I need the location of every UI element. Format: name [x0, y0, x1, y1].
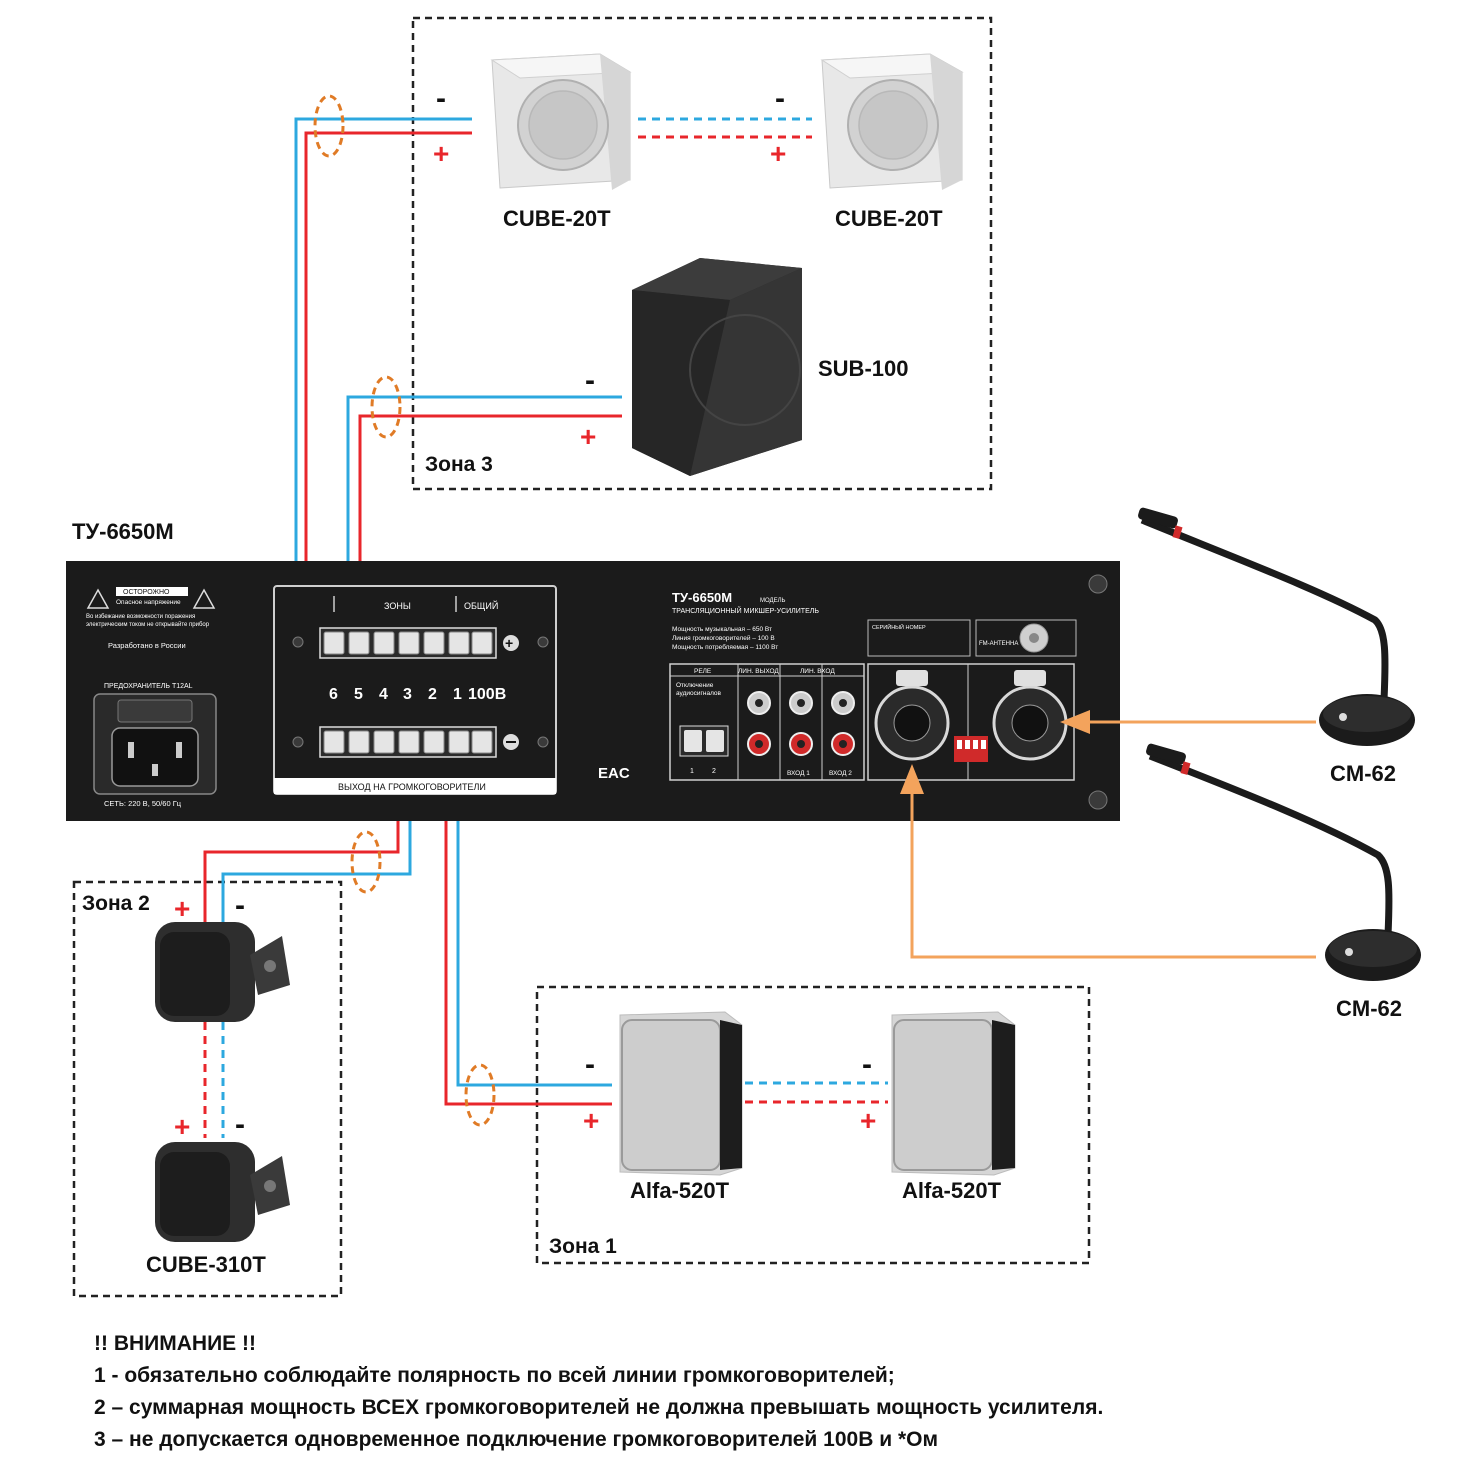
terminal-num-3: 3 — [403, 686, 412, 703]
made-in: Разработано в России — [108, 641, 186, 650]
cube310-speaker-top — [155, 922, 290, 1022]
mic-bottom-label: CM-62 — [1336, 996, 1402, 1021]
svg-text:-: - — [235, 1108, 245, 1141]
spec-2: Линия громкоговорителей – 100 В — [672, 634, 775, 642]
mic-arrow-bottom — [900, 764, 924, 794]
terminal-num-100v: 100В — [468, 686, 506, 703]
cube310-speaker-bottom — [155, 1142, 290, 1242]
mic-wires — [910, 720, 1316, 959]
zone2-box — [72, 880, 343, 1298]
terminal-num-2: 2 — [428, 686, 437, 703]
svg-text:+: + — [505, 635, 513, 651]
cube20-speaker-left — [490, 53, 632, 190]
svg-text:+: + — [433, 138, 449, 169]
svg-text:+: + — [580, 421, 596, 452]
alfa-speaker-right — [891, 1011, 1016, 1176]
svg-text:+: + — [770, 138, 786, 169]
microphone-bottom — [1146, 743, 1421, 981]
warning-text-1: Во избежание возможности поражения — [86, 614, 195, 620]
zone3-label: Зона 3 — [425, 453, 493, 476]
mute-label-1: Отключение — [676, 682, 714, 689]
line-out-label: ЛИН. ВЫХОД — [738, 668, 779, 675]
zone1-label: Зона 1 — [549, 1235, 617, 1258]
zone1-box — [535, 985, 1091, 1265]
zone3-box — [411, 16, 993, 491]
amplifier-panel: ОСТОРОЖНО Опасное напряжение Во избежани… — [66, 561, 1120, 821]
relay-label: РЕЛЕ — [694, 668, 712, 675]
mic-arrow-top — [1060, 710, 1090, 734]
serial-label: СЕРИЙНЫЙ НОМЕР — [872, 623, 926, 631]
alfa-right-label: Alfa-520T — [902, 1178, 1002, 1203]
input1-label: ВХОД 1 — [787, 770, 810, 777]
notes-line-3: 3 – не допускается одновременное подключ… — [94, 1428, 938, 1451]
zones-header: ЗОНЫ — [384, 601, 411, 611]
notes-title: !! ВНИМАНИЕ !! — [94, 1332, 256, 1355]
mute-label-2: аудиосигналов — [676, 690, 722, 697]
microphone-top — [1138, 507, 1415, 746]
mic-top-label: CM-62 — [1330, 761, 1396, 786]
terminal-num-6: 6 — [329, 686, 338, 703]
sub100-label: SUB-100 — [818, 356, 908, 381]
eac-mark: EAC — [598, 765, 630, 782]
svg-text:+: + — [860, 1105, 876, 1136]
svg-text:-: - — [235, 889, 245, 922]
fm-label: FM-АНТЕННА — [979, 641, 1018, 647]
notes-line-1: 1 - обязательно соблюдайте полярность по… — [94, 1364, 895, 1387]
panel-subtitle: ТРАНСЛЯЦИОННЫЙ МИКШЕР-УСИЛИТЕЛЬ — [672, 606, 819, 615]
mains-label: СЕТЬ: 220 В, 50/60 Гц — [104, 799, 182, 808]
warning-notes: !! ВНИМАНИЕ !! 1 - обязательно соблюдайт… — [94, 1328, 1394, 1456]
svg-text:-: - — [585, 364, 595, 397]
warning-sub: Опасное напряжение — [116, 599, 181, 606]
cube20-left-label: CUBE-20T — [503, 206, 611, 231]
relay-pin-2: 2 — [712, 768, 716, 775]
alfa-left-label: Alfa-520T — [630, 1178, 730, 1203]
terminal-num-5: 5 — [354, 686, 363, 703]
common-header: ОБЩИЙ — [464, 600, 498, 611]
notes-line-2: 2 – суммарная мощность ВСЕХ громкоговори… — [94, 1396, 1104, 1419]
panel-model: ТУ-6650М — [672, 590, 732, 605]
cube20-right-label: CUBE-20T — [835, 206, 943, 231]
svg-text:-: - — [862, 1048, 872, 1081]
line-in-label: ЛИН. ВХОД — [800, 668, 835, 675]
svg-text:+: + — [174, 893, 190, 924]
svg-text:-: - — [436, 82, 446, 115]
fuse-label: ПРЕДОХРАНИТЕЛЬ T12AL — [104, 683, 193, 690]
amplifier-title: ТУ-6650М — [72, 519, 174, 544]
polarity-signs: - + - + - + + - + - - + - + — [174, 82, 876, 1142]
terminal-num-1: 1 — [453, 686, 462, 703]
cube310-label: CUBE-310T — [146, 1252, 266, 1277]
input2-label: ВХОД 2 — [829, 770, 852, 777]
zone2-label: Зона 2 — [82, 892, 150, 915]
svg-text:-: - — [775, 82, 785, 115]
warning-text-2: электрическим током не открывайте прибор — [86, 621, 210, 628]
terminal-num-4: 4 — [379, 686, 388, 703]
svg-text:-: - — [585, 1048, 595, 1081]
svg-text:+: + — [583, 1105, 599, 1136]
spec-3: Мощность потребляемая – 1100 Вт — [672, 643, 778, 651]
sub100-speaker — [632, 258, 802, 476]
relay-pin-1: 1 — [690, 768, 694, 775]
cube20-speaker-right — [820, 53, 964, 190]
panel-model-suffix: МОДЕЛЬ — [760, 598, 786, 604]
svg-text:+: + — [174, 1111, 190, 1142]
terminal-screws — [323, 631, 493, 754]
output-label: ВЫХОД НА ГРОМКОГОВОРИТЕЛИ — [338, 782, 486, 792]
warning-title: ОСТОРОЖНО — [123, 589, 170, 596]
wire-markers — [313, 94, 496, 1127]
alfa-speaker-left — [619, 1011, 743, 1176]
spec-1: Мощность музыкальная – 650 Вт — [672, 626, 772, 633]
